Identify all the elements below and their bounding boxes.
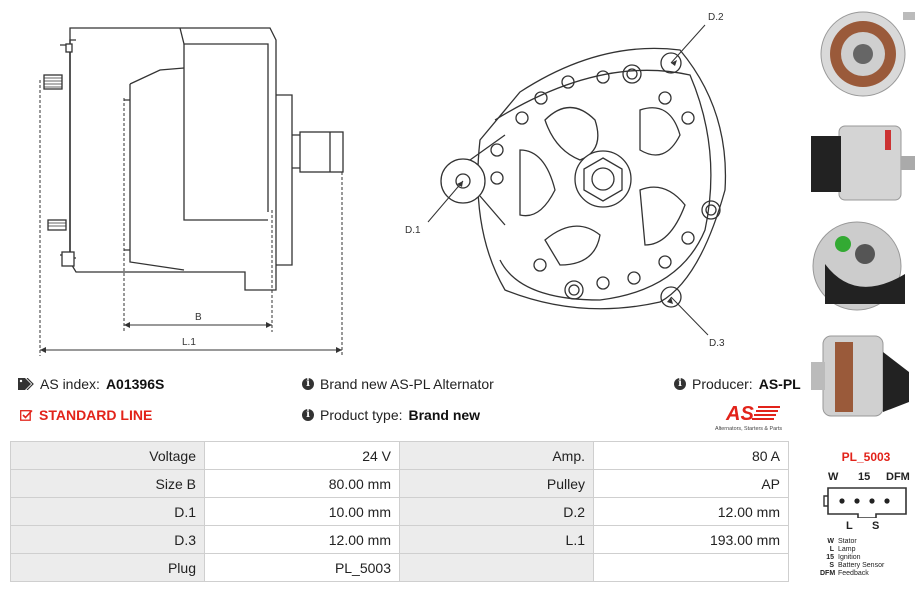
producer-label: Producer: [692,376,753,392]
standard-line-row: STANDARD LINE [20,407,152,423]
product-photo-side[interactable] [805,116,917,210]
spec-value: AP [593,469,789,498]
product-photo-front[interactable] [805,322,917,432]
spec-value: 12.00 mm [204,525,400,554]
brand-row: i Brand new AS-PL Alternator [302,376,494,392]
table-row: Plug PL_5003 [10,553,789,582]
connector-shape [823,487,907,518]
spec-label: Pulley [399,469,594,498]
as-index-label: AS index: [40,376,100,392]
logo-tagline: Alternators, Starters & Parts [715,426,782,432]
product-type-value: Brand new [408,407,481,423]
producer-row: i Producer: AS-PL [674,376,801,392]
as-logo: AS Alternators, Starters & Parts [715,403,782,432]
spec-label: D.2 [399,497,594,526]
dim-d2-label: D.2 [708,12,724,23]
standard-line-label: STANDARD LINE [39,407,153,423]
table-row: D.1 10.00 mm D.2 12.00 mm [10,497,789,526]
pin-label: 15 [858,471,871,483]
spec-table: Voltage 24 V Amp. 80 A Size B 80.00 mm P… [10,441,789,582]
spec-value: 80.00 mm [204,469,400,498]
producer-value: AS-PL [758,376,801,392]
dim-d1-label: D.1 [405,225,421,236]
dim-l1-label: L.1 [182,337,196,348]
spec-value [593,553,789,582]
table-row: Voltage 24 V Amp. 80 A [10,441,789,470]
product-type-label: Product type: [320,407,403,423]
spec-value: 10.00 mm [204,497,400,526]
spec-label: D.1 [10,497,205,526]
spec-label: Voltage [10,441,205,470]
spec-label: Size B [10,469,205,498]
as-index-row: AS index: A01396S [18,376,164,392]
info-circle-icon: i [302,378,314,390]
pin-label: S [872,520,880,532]
info-circle-icon: i [302,409,314,421]
brand-text: Brand new AS-PL Alternator [320,376,494,392]
tag-icon [18,378,34,390]
spec-label: Amp. [399,441,594,470]
spec-value: 193.00 mm [593,525,789,554]
spec-label: D.3 [10,525,205,554]
dim-d3-label: D.3 [709,338,725,349]
pin-label: L [846,520,853,532]
product-photo-back[interactable] [805,214,917,314]
table-row: Size B 80.00 mm Pulley AP [10,469,789,498]
spec-value: 24 V [204,441,400,470]
logo-text: AS [725,403,754,425]
as-index-value: A01396S [105,376,165,392]
pin-label: W [828,471,839,483]
info-circle-icon: i [674,378,686,390]
plug-title: PL_5003 [841,450,891,464]
spec-label: L.1 [399,525,594,554]
spec-label: Plug [10,553,205,582]
spec-label [399,553,594,582]
spec-value: 80 A [593,441,789,470]
product-type-row: i Product type: Brand new [302,407,480,423]
dim-b-label: B [195,312,202,323]
product-photo-rear[interactable] [805,4,917,102]
spec-value: 12.00 mm [593,497,789,526]
technical-drawing: B L.1 [39,12,727,356]
checkbox-icon [20,409,33,421]
pin-label: DFM [886,471,910,483]
spec-value: PL_5003 [204,553,400,582]
table-row: D.3 12.00 mm L.1 193.00 mm [10,525,789,554]
